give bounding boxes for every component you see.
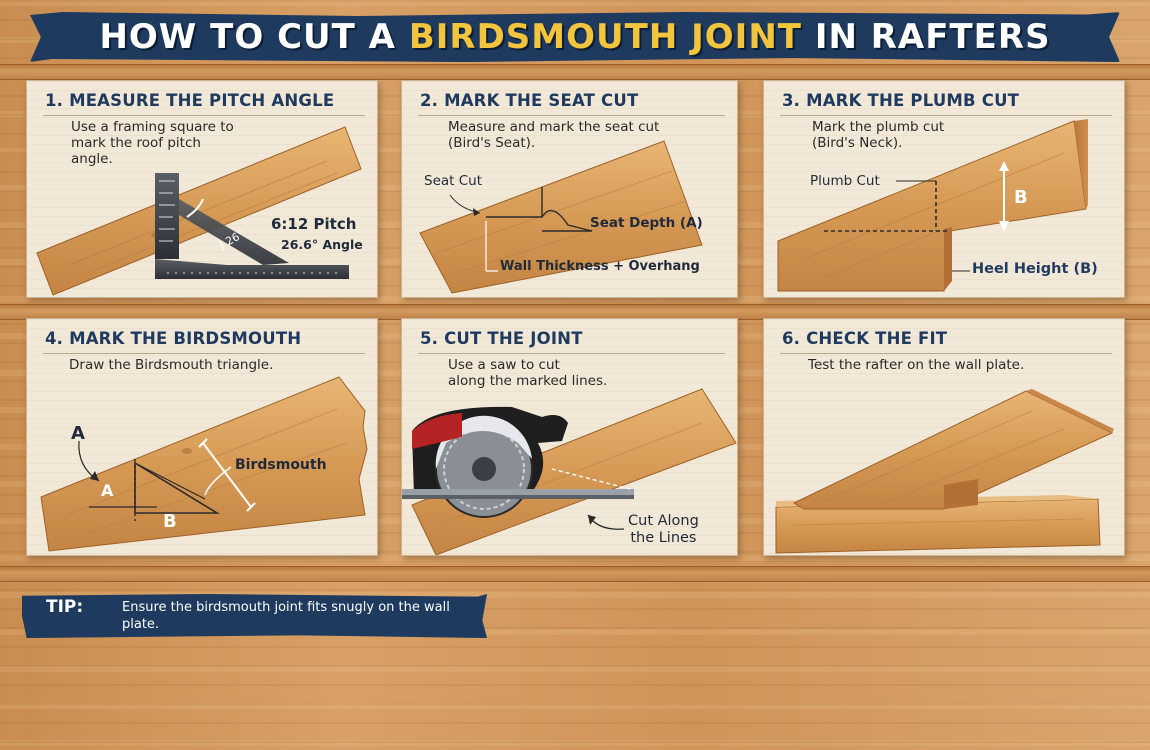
step-2-panel: 2. MARK THE SEAT CUT Measure and mark th… [401,80,738,298]
board-seam [0,566,1150,582]
birdsmouth-label: Birdsmouth [235,457,327,473]
step-1-illustration [36,126,362,296]
step-4-title: 4. MARK THE BIRDSMOUTH [45,329,302,348]
step-4-description: Draw the Birdsmouth triangle. [69,357,274,373]
step-5-panel: 5. CUT THE JOINT Use a saw to cut along … [401,318,738,556]
step-4-rule [43,353,365,354]
seat-depth-label: Seat Depth (A) [590,215,703,231]
step-6-description: Test the rafter on the wall plate. [808,357,1025,373]
step-5-description: Use a saw to cut along the marked lines. [448,357,608,389]
cut-along-label: Cut Along the Lines [628,513,699,546]
step-5-title: 5. CUT THE JOINT [420,329,583,348]
step-3-panel: 3. MARK THE PLUMB CUT Mark the plumb cut… [763,80,1125,298]
title-part-2: IN RAFTERS [814,17,1051,57]
a-outer-label: A [71,423,85,444]
step-4-illustration [40,376,368,552]
step-4-panel: 4. MARK THE BIRDSMOUTH Draw the Birdsmou… [26,318,378,556]
tip-banner: TIP: Ensure the birdsmouth joint fits sn… [22,594,487,638]
step-6-rule [780,353,1112,354]
step-2-description: Measure and mark the seat cut (Bird's Se… [448,119,660,151]
step-6-illustration [775,389,1114,554]
step-5-illustration [402,388,737,555]
board-seam [0,64,1150,80]
b-marker-label: B [1014,187,1028,208]
b-label: B [163,511,177,532]
tip-text: Ensure the birdsmouth joint fits snugly … [122,600,450,632]
heel-height-label: Heel Height (B) [972,261,1098,277]
step-3-title: 3. MARK THE PLUMB CUT [782,91,1020,110]
pitch-label: 6:12 Pitch [271,215,357,233]
step-3-description: Mark the plumb cut (Bird's Neck). [812,119,945,151]
a-inner-label: A [101,481,114,500]
title-banner: HOW TO CUT A BIRDSMOUTH JOINT IN RAFTERS [30,12,1120,62]
step-1-panel: 1. MEASURE THE PITCH ANGLE Use a framing… [26,80,378,298]
step-1-description: Use a framing square to mark the roof pi… [71,119,234,167]
wall-thickness-label: Wall Thickness + Overhang [500,259,700,274]
plumb-cut-label: Plumb Cut [810,173,880,189]
step-3-illustration [777,119,1088,292]
step-5-rule [418,353,725,354]
step-2-title: 2. MARK THE SEAT CUT [420,91,639,110]
step-2-illustration [419,140,703,294]
angle-label: 26.6° Angle [281,237,363,252]
seat-cut-label: Seat Cut [424,173,483,189]
tip-label: TIP: [46,597,84,617]
step-1-title: 1. MEASURE THE PITCH ANGLE [45,91,335,110]
title-part-1: HOW TO CUT A [99,17,396,57]
step-6-title: 6. CHECK THE FIT [782,329,948,348]
step-3-rule [780,115,1112,116]
step-1-rule [43,115,365,116]
title-highlight: BIRDSMOUTH JOINT [408,17,802,57]
page-title: HOW TO CUT A BIRDSMOUTH JOINT IN RAFTERS [99,17,1050,57]
step-2-rule [418,115,725,116]
step-6-panel: 6. CHECK THE FIT Test the rafter on the … [763,318,1125,556]
